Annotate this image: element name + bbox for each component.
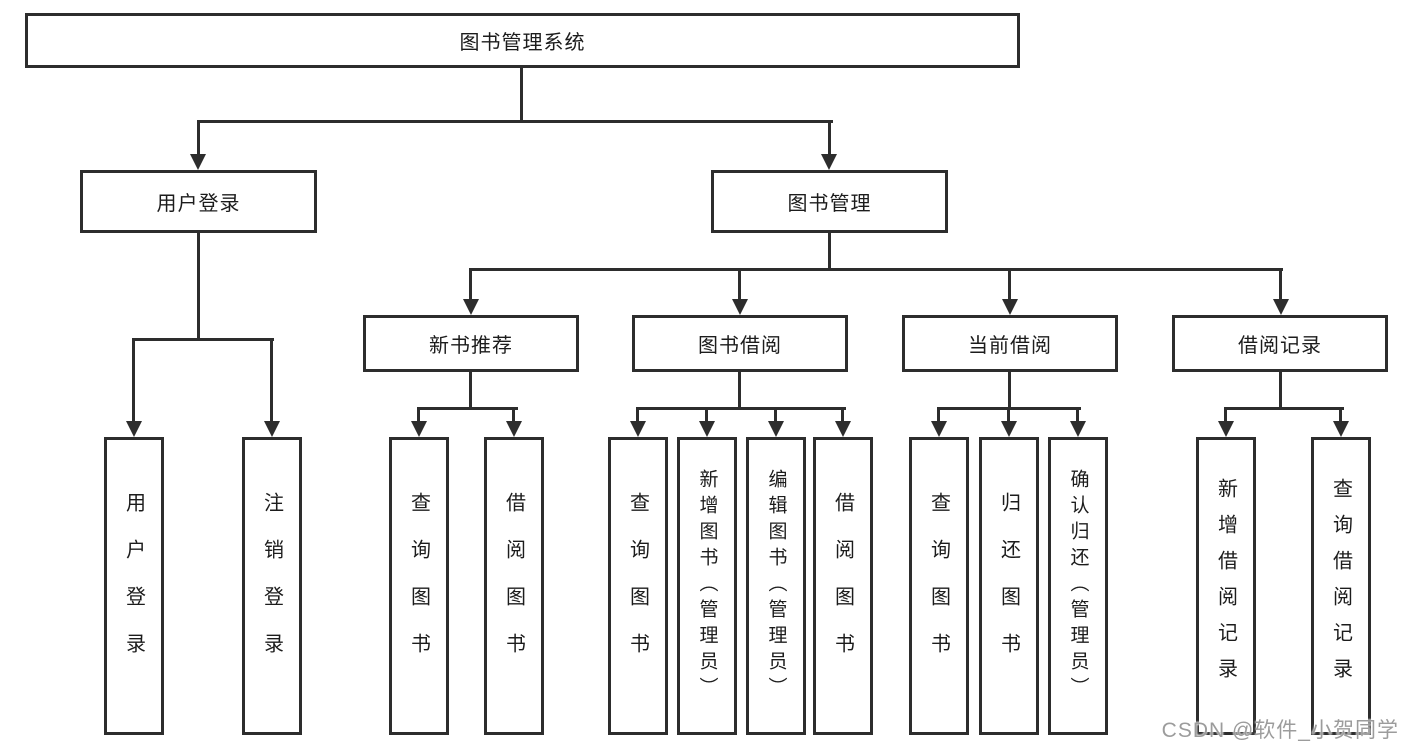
leaf-edit-book-admin: 编辑图书（管理员） [746,437,806,735]
leaf-label: 归还图书 [997,492,1020,680]
leaf-label: 注销登录 [260,492,283,680]
connector-line [636,407,846,410]
arrowhead-down-icon [931,421,947,437]
leaf-borrow-books-recommend: 借阅图书 [484,437,544,735]
arrowhead-down-icon [411,421,427,437]
leaf-label: 编辑图书（管理员） [765,469,787,703]
node-new-book-recommendation: 新书推荐 [363,315,579,372]
leaf-query-books-current: 查询图书 [909,437,969,735]
node-label: 图书管理系统 [459,32,586,54]
leaf-return-books: 归还图书 [979,437,1039,735]
node-label: 图书借阅 [698,335,782,357]
connector-line [1008,371,1011,410]
leaf-query-books-borrowing: 查询图书 [608,437,668,735]
connector-line [738,371,741,410]
leaf-label: 确认归还（管理员） [1067,469,1089,703]
leaf-confirm-return-admin: 确认归还（管理员） [1048,437,1108,735]
connector-line [197,120,833,123]
arrowhead-down-icon [835,421,851,437]
node-user-login: 用户登录 [80,170,317,233]
leaf-label: 借阅图书 [831,492,854,680]
arrowhead-down-icon [463,299,479,315]
arrowhead-down-icon [1333,421,1349,437]
arrowhead-down-icon [1001,421,1017,437]
connector-line [1007,407,1010,423]
connector-line [417,407,518,410]
leaf-add-borrow-record: 新增借阅记录 [1196,437,1256,735]
connector-line [636,407,639,423]
arrowhead-down-icon [768,421,784,437]
node-label: 用户登录 [156,193,241,215]
leaf-label: 查询图书 [927,492,950,680]
connector-line [197,120,200,156]
connector-line [774,407,777,423]
leaf-add-book-admin: 新增图书（管理员） [677,437,737,735]
connector-line [417,407,420,423]
leaf-label: 借阅图书 [502,492,525,680]
node-label: 图书管理 [787,193,872,215]
arrowhead-down-icon [821,154,837,170]
connector-line [270,338,273,423]
arrowhead-down-icon [1002,299,1018,315]
node-root-library-management-system: 图书管理系统 [25,13,1020,68]
arrowhead-down-icon [1218,421,1234,437]
leaf-label: 新增图书（管理员） [696,469,718,703]
arrowhead-down-icon [630,421,646,437]
connector-line [828,120,831,156]
arrowhead-down-icon [264,421,280,437]
node-book-borrowing: 图书借阅 [632,315,848,372]
csdn-watermark: CSDN @软件_小贺同学 [1161,719,1399,742]
connector-line [1279,371,1282,410]
connector-line [520,66,523,122]
leaf-label: 新增借阅记录 [1214,478,1237,694]
arrowhead-down-icon [126,421,142,437]
leaf-query-borrow-record: 查询借阅记录 [1311,437,1371,735]
connector-line [469,371,472,410]
leaf-borrow-books: 借阅图书 [813,437,873,735]
arrowhead-down-icon [732,299,748,315]
node-label: 新书推荐 [429,335,513,357]
connector-line [705,407,708,423]
connector-line [512,407,515,423]
node-book-management: 图书管理 [711,170,948,233]
arrowhead-down-icon [506,421,522,437]
connector-line [1339,407,1342,423]
leaf-user-login: 用户登录 [104,437,164,735]
leaf-logout: 注销登录 [242,437,302,735]
connector-line [1224,407,1344,410]
connector-line [828,233,831,270]
arrowhead-down-icon [1070,421,1086,437]
leaf-label: 查询图书 [407,492,430,680]
leaf-label: 用户登录 [122,492,145,680]
leaf-query-books-recommend: 查询图书 [389,437,449,735]
connector-line [1076,407,1079,423]
connector-line [937,407,940,423]
connector-line [197,233,200,340]
arrowhead-down-icon [1273,299,1289,315]
arrowhead-down-icon [699,421,715,437]
connector-line [1224,407,1227,423]
connector-line [1008,268,1011,301]
leaf-label: 查询借阅记录 [1329,478,1352,694]
node-current-borrowing: 当前借阅 [902,315,1118,372]
connector-line [132,338,135,423]
node-borrowing-records: 借阅记录 [1172,315,1388,372]
connector-line [132,338,274,341]
arrowhead-down-icon [190,154,206,170]
connector-line [738,268,741,301]
connector-line [469,268,1283,271]
leaf-label: 查询图书 [626,492,649,680]
connector-line [1279,268,1282,301]
node-label: 当前借阅 [968,335,1052,357]
connector-line [469,268,472,301]
node-label: 借阅记录 [1238,335,1322,357]
connector-line [841,407,844,423]
